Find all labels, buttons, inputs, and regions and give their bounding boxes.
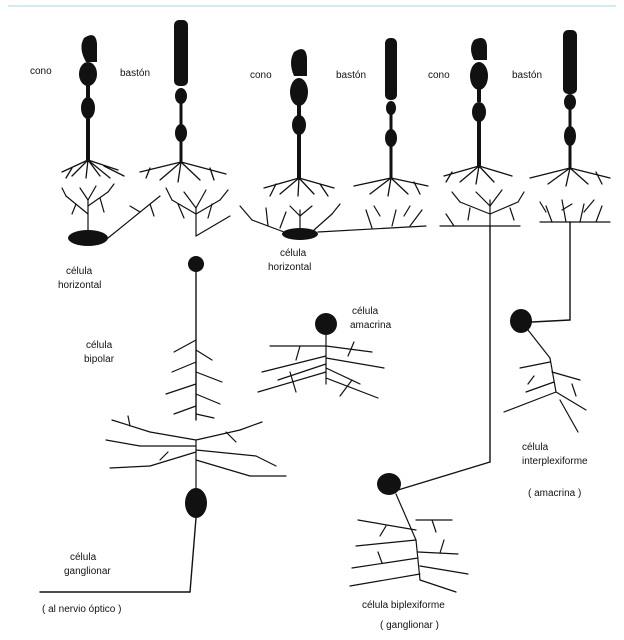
label-biplexiform-cell-line1: célula biplexiforme [362, 600, 445, 611]
cone-cell-3 [444, 38, 512, 184]
rod-cell-1 [140, 20, 226, 182]
label-biplexiform-cell-line2: ( ganglionar ) [380, 620, 439, 631]
label-rod-3: bastón [512, 70, 542, 81]
cone-cell-2 [264, 49, 334, 196]
label-horizontal-cell-1-line2: horizontal [58, 280, 101, 291]
label-interplexiform-cell-line1: célula [522, 442, 549, 453]
label-amacrine-cell-line1: célula [352, 306, 379, 317]
label-rod-1: bastón [120, 68, 150, 79]
biplexiform-cell [350, 190, 524, 592]
label-amacrine-cell-line2: amacrina [350, 320, 392, 331]
horizontal-cell-1 [62, 184, 160, 246]
label-bipolar-cell-line1: célula [86, 340, 113, 351]
horizontal-cell-2 [240, 204, 426, 240]
label-horizontal-cell-1-line1: célula [66, 266, 93, 277]
label-interplexiform-cell-line3: ( amacrina ) [528, 488, 581, 499]
rod-cell-2 [354, 38, 428, 196]
label-ganglion-cell-line1: célula [70, 552, 97, 563]
label-cone-3: cono [428, 70, 450, 81]
label-interplexiform-cell-line2: interplexiforme [522, 456, 588, 467]
bipolar-cell [166, 188, 230, 420]
label-optic-nerve: ( al nervio óptico ) [42, 604, 121, 615]
label-horizontal-cell-2-line2: horizontal [268, 262, 311, 273]
rod-cell-3 [530, 30, 610, 186]
label-ganglion-cell-line2: ganglionar [64, 566, 111, 577]
label-rod-2: bastón [336, 70, 366, 81]
interplexiform-cell [504, 200, 610, 432]
label-cone-2: cono [250, 70, 272, 81]
label-cone-1: cono [30, 66, 52, 77]
cone-cell-1 [62, 35, 124, 178]
label-bipolar-cell-line2: bipolar [84, 354, 115, 365]
label-horizontal-cell-2-line1: célula [280, 248, 307, 259]
